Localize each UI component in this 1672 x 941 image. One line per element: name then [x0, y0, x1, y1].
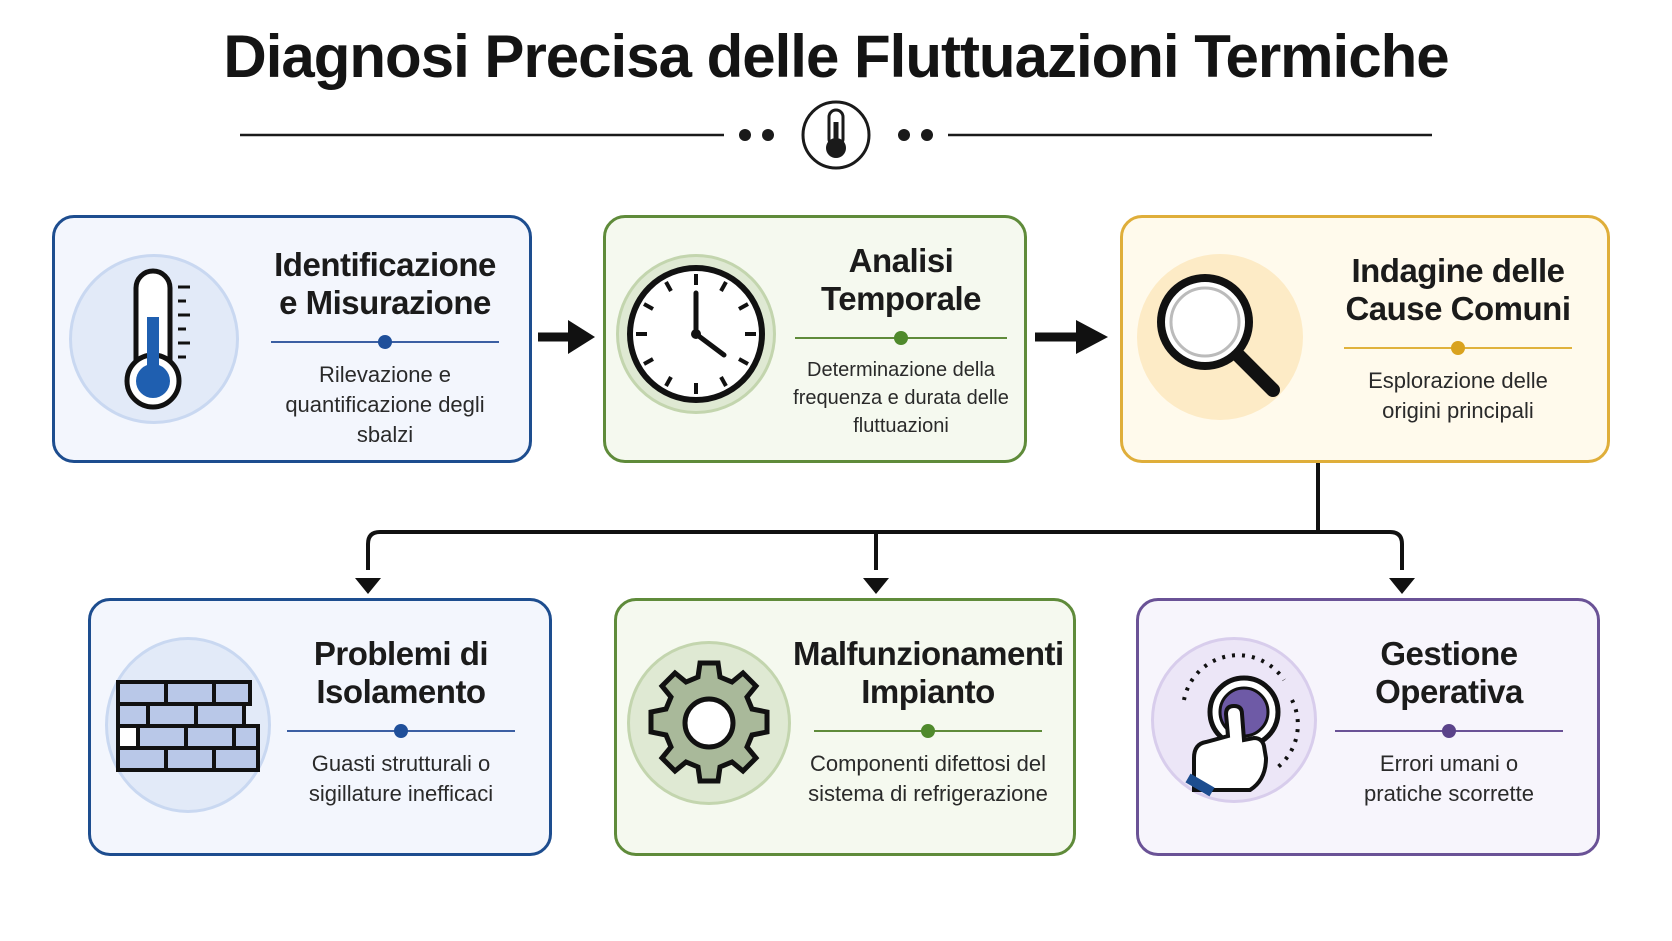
page-title: Diagnosi Precisa delle Fluttuazioni Term… [223, 23, 1449, 90]
icon-badge [69, 254, 239, 424]
thermometer-icon [124, 268, 190, 410]
thermometer-icon [801, 100, 871, 170]
title-separator [1335, 721, 1563, 741]
title-separator [795, 328, 1007, 348]
arrow-down-icon [1389, 578, 1415, 594]
title-separator [1344, 338, 1572, 358]
arrow-right-icon [1035, 320, 1108, 354]
icon-badge [1151, 637, 1317, 803]
arrow-down-icon [355, 578, 381, 594]
icon-badge [105, 637, 271, 813]
clock-icon [627, 265, 765, 403]
title-separator [287, 721, 515, 741]
gear-icon [648, 660, 770, 784]
brick-wall-icon [116, 680, 260, 772]
icon-badge [616, 254, 776, 414]
arrow-down-icon [863, 578, 889, 594]
arrow-right-icon [538, 320, 595, 354]
icon-badge [627, 641, 791, 805]
branch-connector [366, 463, 1404, 570]
hand-pressing-dial-icon [1182, 653, 1300, 797]
icon-badge [1137, 254, 1303, 420]
title-separator [271, 332, 499, 352]
title-separator [814, 721, 1042, 741]
magnifying-glass-icon [1157, 274, 1280, 397]
header-divider [240, 100, 1432, 170]
